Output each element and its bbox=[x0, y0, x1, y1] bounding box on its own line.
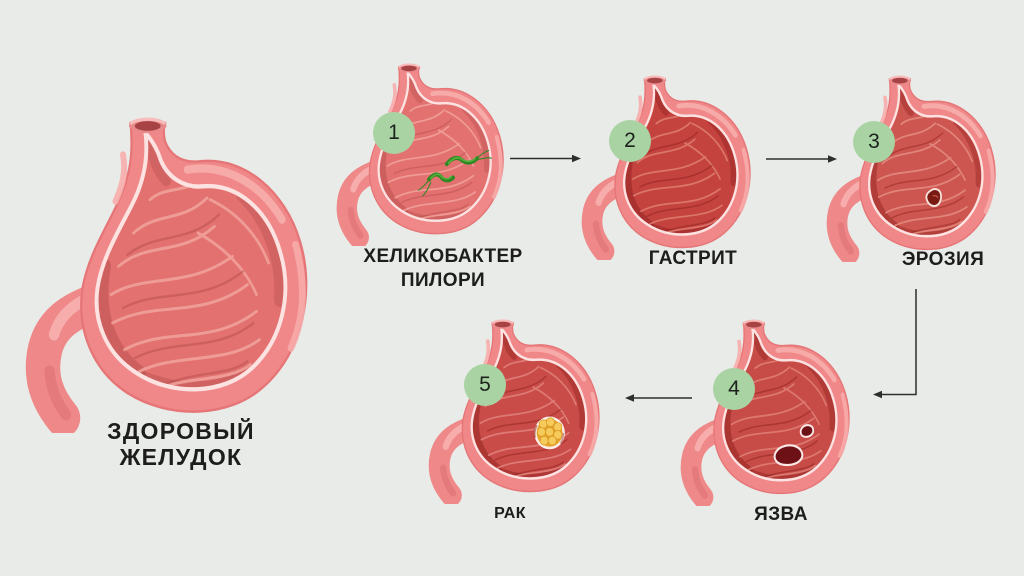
stage-5-label: РАК bbox=[410, 504, 610, 524]
stage-2-number: 2 bbox=[624, 129, 636, 152]
arrow-stage1-to-stage2 bbox=[510, 154, 581, 163]
stage-1-label: ХЕЛИКОБАКТЕР ПИЛОРИ bbox=[343, 245, 543, 293]
tumor-mass-illustration bbox=[533, 416, 565, 450]
stage-3-number: 3 bbox=[868, 130, 880, 153]
stage-1-label-line2: ПИЛОРИ bbox=[400, 270, 486, 291]
healthy-stomach-label: ЗДОРОВЫЙ ЖЕЛУДОК bbox=[31, 418, 331, 470]
stage-4-label-line1: ЯЗВА bbox=[754, 504, 808, 525]
healthy-label-line2: ЖЕЛУДОК bbox=[119, 444, 243, 470]
stage-1-number: 1 bbox=[388, 121, 400, 144]
stage-1-badge: 1 bbox=[373, 112, 415, 154]
stage-3-label-line1: ЭРОЗИЯ bbox=[901, 249, 985, 270]
stage-2-label: ГАСТРИТ bbox=[593, 247, 793, 271]
stage-2-label-line1: ГАСТРИТ bbox=[648, 248, 738, 269]
stage-3-stomach-illustration bbox=[822, 70, 1002, 262]
stage-4-badge: 4 bbox=[713, 368, 755, 410]
stage-4-label: ЯЗВА bbox=[681, 503, 881, 527]
stage-3-label: ЭРОЗИЯ bbox=[843, 248, 1024, 272]
ulcer-spots-illustration bbox=[773, 424, 815, 467]
healthy-label-line1: ЗДОРОВЫЙ bbox=[107, 418, 255, 444]
arrow-stage3-to-stage4 bbox=[873, 289, 917, 399]
stage-2-stomach-illustration bbox=[577, 70, 757, 260]
stage-2-badge: 2 bbox=[609, 120, 651, 162]
erosion-spot-illustration bbox=[925, 188, 942, 208]
stage-1-label-line1: ХЕЛИКОБАКТЕР bbox=[363, 246, 523, 267]
stage-1-stomach-illustration bbox=[332, 58, 510, 246]
stage-5-stomach-illustration bbox=[424, 314, 606, 504]
stage-5-number: 5 bbox=[479, 373, 491, 396]
stage-5-badge: 5 bbox=[464, 364, 506, 406]
stage-5-label-line1: РАК bbox=[494, 505, 526, 522]
stage-3-badge: 3 bbox=[853, 121, 895, 163]
stage-4-number: 4 bbox=[728, 377, 740, 400]
helicobacter-bacteria-illustration bbox=[417, 150, 492, 197]
stage-4-stomach-illustration bbox=[676, 314, 856, 506]
healthy-stomach-illustration bbox=[18, 108, 318, 433]
